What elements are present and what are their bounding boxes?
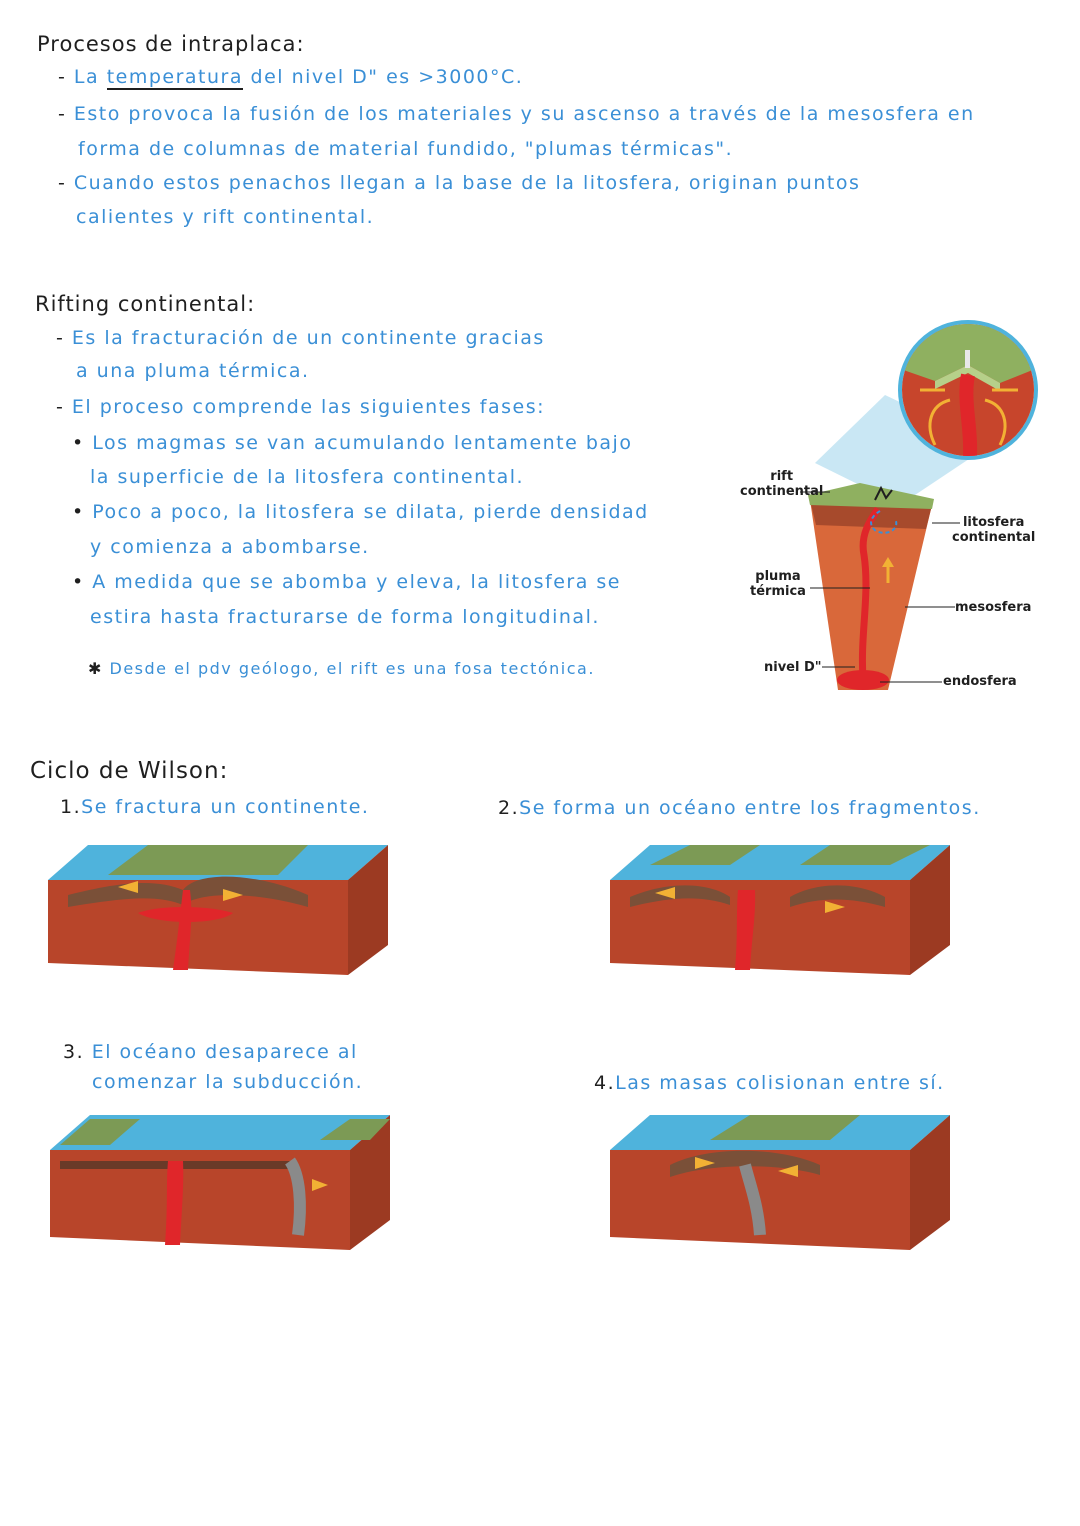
rifting-bullet-3b: estira hasta fracturarse de forma longit… [90, 606, 600, 628]
rifting-bullet-2a: • Poco a poco, la litosfera se dilata, p… [72, 501, 649, 523]
right-arrow-icon [825, 901, 845, 913]
intraplaca-line-2: - Esto provoca la fusión de los material… [58, 103, 975, 125]
intraplaca-line-1: - La temperatura del nivel D" es >3000°C… [58, 66, 524, 90]
wilson-block-2 [610, 845, 950, 975]
wilson-step-3b: comenzar la subducción. [92, 1071, 364, 1093]
wedge-endosphere [837, 670, 889, 690]
wilson-step-4: 4.Las masas colisionan entre sí. [594, 1072, 945, 1094]
wilson-block-1 [48, 845, 388, 975]
wedge-mesosphere [810, 500, 932, 690]
rifting-p1a: - Es la fracturación de un continente gr… [56, 327, 545, 349]
label-rift-continental: rift continental [740, 469, 824, 499]
rifting-p1b: a una pluma térmica. [76, 360, 310, 382]
rifting-bullet-3a: • A medida que se abomba y eleva, la lit… [72, 571, 621, 593]
intraplaca-line-3: forma de columnas de material fundido, "… [78, 138, 734, 160]
rifting-bullet-2b: y comienza a abombarse. [90, 536, 370, 558]
rifting-bullet-1a: • Los magmas se van acumulando lentament… [72, 432, 633, 454]
wilson-step-1: 1.Se fractura un continente. [60, 796, 370, 818]
wilson-step-2: 2.Se forma un océano entre los fragmento… [498, 797, 981, 819]
rifting-note: ✱ Desde el pdv geólogo, el rift es una f… [88, 659, 595, 678]
rifting-title: Rifting continental: [35, 292, 256, 316]
label-nivel-d: nivel D" [764, 660, 822, 675]
label-pluma-termica: pluma térmica [750, 569, 806, 599]
zoom-connector [815, 395, 990, 505]
wedge-plume [858, 506, 881, 679]
left-arrow-icon [655, 887, 675, 899]
left-arrow-icon [118, 881, 138, 893]
rifting-p2: - El proceso comprende las siguientes fa… [56, 396, 546, 418]
wilson-title: Ciclo de Wilson: [30, 758, 229, 784]
left-arrow-icon [778, 1165, 798, 1177]
wilson-block-3 [50, 1115, 390, 1250]
intraplaca-line-4: - Cuando estos penachos llegan a la base… [58, 172, 861, 194]
label-litosfera: litosfera continental [952, 515, 1036, 545]
earth-wedge-diagram [800, 320, 1038, 690]
wedge-rift-circle [870, 510, 898, 534]
rifting-bullet-1b: la superficie de la litosfera continenta… [90, 466, 525, 488]
volcano-plume-icon [965, 350, 970, 368]
wilson-block-4 [610, 1115, 950, 1250]
wedge-land [808, 483, 934, 509]
label-endosfera: endosfera [943, 674, 1017, 689]
wilson-step-3a: 3. El océano desaparece al [63, 1041, 358, 1063]
intraplaca-line-5: calientes y rift continental. [76, 206, 375, 228]
left-arrow-icon [312, 1179, 328, 1191]
right-arrow-icon [695, 1157, 715, 1169]
convection-arrow-icon [928, 398, 951, 446]
convection-arrow-icon [984, 398, 1007, 446]
rift-crack-icon [874, 485, 893, 501]
intraplaca-title: Procesos de intraplaca: [37, 32, 305, 56]
label-mesosfera: mesosfera [955, 600, 1032, 615]
right-arrow-icon [223, 889, 243, 901]
